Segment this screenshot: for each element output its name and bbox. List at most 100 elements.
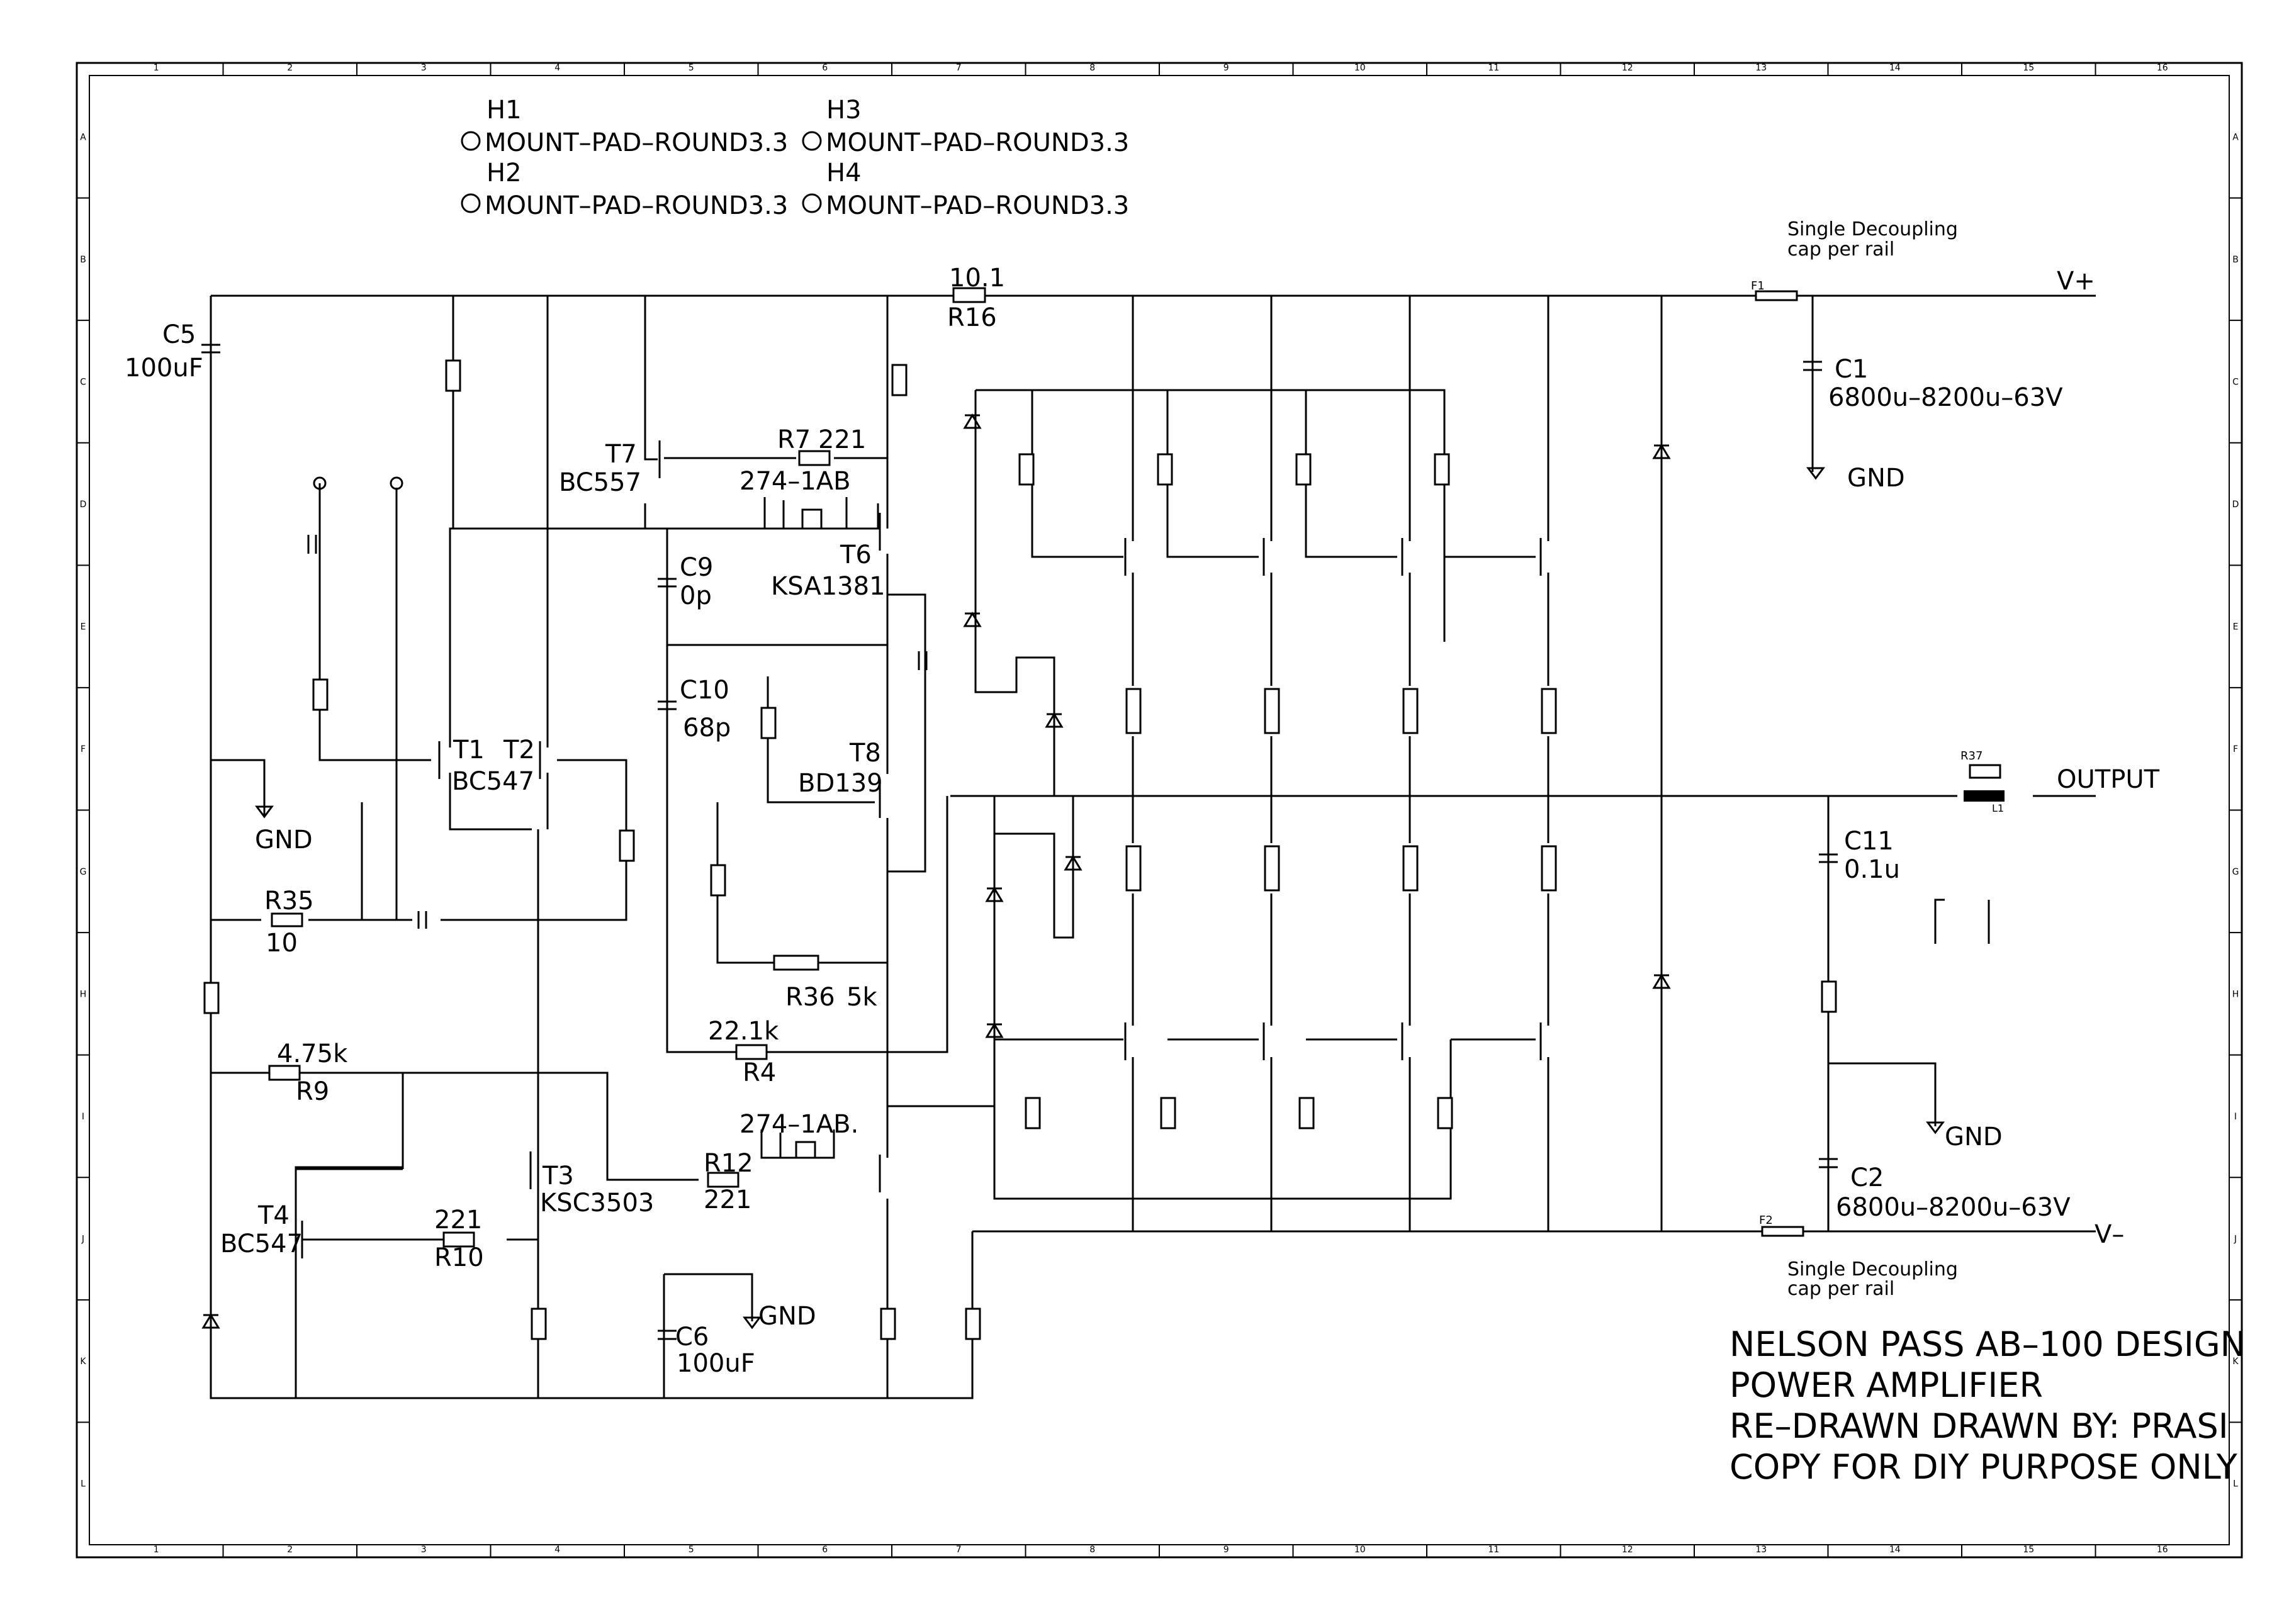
heatsink-hs2: [760, 1129, 835, 1159]
label-r35-ref: R35: [264, 887, 314, 916]
frame-column-label: 3: [421, 63, 427, 73]
label-t8-value: BD139: [798, 769, 883, 798]
resistor-r10: [442, 1231, 475, 1248]
label-r4-ref: R4: [743, 1058, 776, 1087]
label-h2-value: MOUNT–PAD–ROUND3.3: [485, 191, 788, 220]
capacitor-c6: [658, 1330, 677, 1340]
diode-d5: [985, 887, 1004, 902]
frame-row-label: D: [80, 500, 87, 510]
capacitor-c8: [417, 911, 427, 929]
capacitor-c9: [658, 578, 677, 588]
labels: H1 MOUNT–PAD–ROUND3.3 H2 MOUNT–PAD–ROUND…: [125, 96, 2246, 1487]
frame-row-label: K: [80, 1357, 86, 1367]
frame-row-label: G: [80, 867, 87, 877]
frame-row-label: J: [81, 1235, 84, 1245]
label-t4-ref: T4: [257, 1201, 290, 1230]
transistors-t13-t16: [1124, 1022, 1542, 1060]
label-r35-value: 10: [266, 929, 298, 958]
label-c10-ref: C10: [680, 676, 729, 705]
frame-column-label: 12: [1622, 63, 1633, 73]
label-r9-value: 4.75k: [277, 1039, 348, 1068]
frame-row-label: I: [82, 1112, 84, 1122]
diode-d3: [1045, 712, 1064, 728]
frame-row-label: A: [2232, 132, 2239, 142]
gnd-symbol-1: [255, 805, 274, 819]
frame-column-label: 9: [1223, 1545, 1229, 1555]
label-r16-ref: R16: [947, 303, 997, 332]
frame-column-label: 7: [956, 63, 962, 73]
frame-column-label: 7: [956, 1545, 962, 1555]
diode-d7: [1652, 444, 1671, 459]
mount-pad-h4: [802, 193, 822, 213]
capacitor-c2: [1819, 1158, 1838, 1168]
frame-row-label: E: [2233, 622, 2239, 632]
capacitor-c5: [201, 344, 220, 354]
mount-pad-h1: [461, 131, 481, 151]
label-r4-value: 22.1k: [708, 1017, 779, 1046]
resistor-r21: [1434, 453, 1450, 486]
frame-column-label: 10: [1354, 63, 1366, 73]
mount-pad-h3: [802, 131, 822, 151]
label-t7-ref: T7: [605, 440, 637, 469]
label-hs1: 274–1AB: [740, 467, 851, 496]
label-t3-ref: T3: [542, 1162, 574, 1190]
resistor-r24: [1298, 1097, 1315, 1129]
frame-row-label: L: [2233, 1479, 2238, 1489]
frame-row-label: A: [80, 132, 86, 142]
frame-column-label: 4: [554, 1545, 560, 1555]
frame-column-label: 5: [689, 63, 694, 73]
resistor-r30: [1125, 845, 1142, 892]
label-h3: H3: [826, 96, 862, 125]
resistor-r4: [735, 1044, 768, 1060]
frame-row-label: K: [2232, 1357, 2239, 1367]
diode-d6: [985, 1022, 1004, 1038]
fuse-f1: [1755, 290, 1798, 301]
resistor-r11: [531, 1308, 547, 1340]
frame-column-label: 11: [1488, 1545, 1499, 1555]
capacitor-c12: [918, 651, 928, 670]
diode-d2: [963, 612, 982, 627]
label-c10-value: 68p: [683, 714, 731, 742]
capacitor-c10: [658, 700, 677, 710]
frame-column-label: 16: [2157, 63, 2168, 73]
label-r12-ref: R12: [704, 1149, 753, 1178]
label-c1-ref: C1: [1835, 355, 1868, 384]
resistor-r22: [1025, 1097, 1041, 1129]
frame-column-label: 1: [154, 63, 159, 73]
frame-column-label: 13: [1755, 1545, 1767, 1555]
mount-pad-h2: [461, 193, 481, 213]
resistor-r26: [1125, 688, 1142, 734]
resistor-r16: [952, 287, 986, 303]
label-r36: R36: [785, 983, 835, 1012]
frame-row-label: B: [2232, 255, 2239, 265]
heatsink-hs1: [763, 497, 848, 530]
resistor-r35: [271, 912, 303, 927]
resistor-r28: [1402, 688, 1419, 734]
label-t7-value: BC557: [559, 468, 641, 497]
frame-column-label: 5: [689, 1545, 694, 1555]
diode-d4: [1064, 855, 1083, 871]
label-c2-ref: C2: [1850, 1163, 1884, 1192]
frame-column-label: 6: [822, 1545, 828, 1555]
wires: [210, 294, 2096, 1399]
resistor-r34: [1821, 980, 1837, 1013]
label-vplus: V+: [2057, 267, 2095, 296]
label-c11-value: 0.1u: [1844, 855, 1900, 884]
label-vminus: V–: [2095, 1220, 2124, 1249]
label-h4-value: MOUNT–PAD–ROUND3.3: [826, 191, 1129, 220]
frame-column-label: 3: [421, 1545, 427, 1555]
resistor-r33: [1541, 845, 1557, 892]
label-t1-ref: T1: [453, 736, 485, 764]
resistor-r17: [965, 1308, 981, 1340]
frame-column-label: 15: [2023, 1545, 2034, 1555]
gnd-symbol-3: [1926, 1121, 1945, 1134]
transistors-t9-t12: [1124, 538, 1542, 576]
label-c1-value: 6800u–8200u–63V: [1828, 383, 2063, 412]
frame-row-label: H: [80, 989, 87, 999]
label-r37-ref: R37: [1960, 749, 1982, 763]
resistor-r18: [1018, 453, 1035, 486]
transistor-t1-t2: [438, 741, 541, 779]
potentiometer-r36: [773, 955, 819, 971]
label-h3-value: MOUNT–PAD–ROUND3.3: [826, 128, 1129, 157]
